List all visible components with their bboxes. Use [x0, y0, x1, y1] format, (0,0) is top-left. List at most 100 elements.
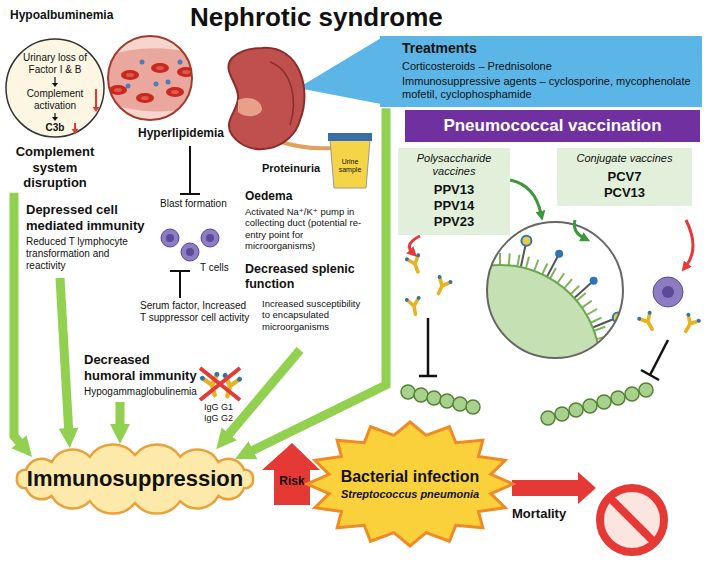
annotation: Serum factor, Increased T suppressor cel… [140, 300, 250, 324]
inhibition-line [419, 318, 668, 380]
vaccine-box: Polysaccharide vaccinesPPV13 PPV14 PPV23 [398, 148, 510, 235]
step-arrowhead [52, 83, 58, 87]
treatment-box: TreatmentsCorticosteroids – Prednisolone… [380, 36, 702, 107]
annotation: Risk [274, 474, 310, 488]
decrease-arrowhead [72, 129, 79, 134]
capsule-spike [600, 355, 612, 356]
bacteria-chain [401, 383, 653, 425]
annotation: Hypoalbuminemia [10, 8, 130, 22]
coccus [427, 391, 441, 405]
capsule-spike [600, 374, 612, 375]
flow-arrow [14, 193, 24, 448]
coccus [639, 383, 653, 397]
igg-antibodies [199, 368, 242, 400]
polysaccharide-tip [555, 250, 563, 258]
annotation: Blast formation [160, 198, 240, 210]
coccus [453, 397, 467, 411]
node-text: PCV7 PCV13 [601, 169, 649, 200]
antibodies [404, 253, 701, 336]
capsule-spike [499, 253, 501, 265]
node-heading: Pneumococcal vaccination [415, 116, 690, 136]
node-heading: Polysaccharide vaccines [404, 152, 504, 178]
annotation: IgG G2 [204, 413, 244, 424]
annotation: Urine sample [332, 158, 368, 175]
capsule-spike [526, 257, 529, 269]
node-heading: Immunosuppression [27, 466, 243, 492]
capsule-spike [490, 253, 491, 265]
coccus [440, 394, 454, 408]
kidney-drawing [228, 48, 332, 149]
step-arrowhead [52, 117, 58, 121]
node-text: Streptococcus pneumonia [341, 488, 479, 501]
bacterium-capsule-zoom [400, 215, 630, 465]
coccus [625, 387, 639, 401]
antibody [405, 296, 424, 316]
decrease-arrow [74, 123, 76, 130]
node-text: C3b [40, 122, 70, 134]
polysaccharide-tip [590, 277, 598, 285]
node-heading: Treatments [402, 40, 694, 57]
flow-arrow [246, 108, 386, 453]
annotation: Hyperlipidemia [138, 126, 230, 140]
coccus [401, 385, 415, 399]
node-heading: Conjugate vaccines [563, 152, 686, 165]
capsule-spike [481, 255, 483, 267]
annotation: Mortality [512, 506, 598, 522]
polysaccharide-stick [574, 282, 592, 298]
capsule-spike [591, 318, 602, 323]
node-text: Immunosuppressive agents – cyclosporine,… [402, 75, 694, 101]
annotation: Proteinuria [262, 162, 328, 175]
node-text: Complement system disruption [5, 144, 105, 191]
antibody [404, 253, 425, 275]
coccus [597, 395, 611, 409]
complement-circle: Urinary loss of Factor I & B Complement a… [5, 38, 105, 191]
vaccine-box: Conjugate vaccinesPCV7 PCV13 [557, 148, 692, 206]
annotation: Activated Na⁺/K⁺ pump in collecting duct… [245, 206, 362, 252]
coccus [555, 407, 569, 421]
capsule-spike [600, 364, 612, 366]
blood-vessel-lens [100, 30, 200, 130]
treatment-pointer [298, 38, 381, 104]
polysaccharide-stick [547, 256, 558, 277]
coccus [569, 403, 583, 417]
t-cells [161, 229, 219, 261]
node-text: Corticosteroids – Prednisolone [402, 60, 694, 73]
capsule-spike [542, 263, 547, 274]
node-heading: Urinary loss of Factor I & B [16, 52, 94, 76]
annotation: Depressed cell mediated immunity [26, 202, 156, 233]
annotation: Reduced T lymphocyte transformation and … [26, 236, 151, 272]
risk-arrow [262, 443, 320, 505]
coccus [583, 399, 597, 413]
coccus [414, 388, 428, 402]
annotation: Decreased splenic function [245, 262, 362, 292]
urine-cup [328, 133, 372, 188]
node-text: PPV13 PPV14 PPV23 [428, 182, 480, 229]
prohibition-sign [600, 488, 664, 552]
antibody [637, 310, 659, 333]
annotation: Increased susceptibility to encapsulated… [262, 298, 362, 332]
carrier-protein [521, 236, 531, 246]
capsule-spike [598, 346, 610, 348]
capsule-spike [564, 279, 572, 288]
immune-cell [653, 277, 683, 307]
diagram-title: Nephrotic syndrome [190, 2, 443, 33]
coccus [611, 391, 625, 405]
annotation: Hypogammaglobulinemia [84, 386, 204, 398]
annotation: IgG G1 [204, 402, 244, 413]
immunosuppression-cloud: Immunosuppression [10, 448, 260, 510]
decrease-arrow [95, 89, 97, 108]
vaccination-bar: Pneumococcal vaccination [405, 110, 700, 142]
conjugate-stick [521, 244, 526, 267]
capsule-spike [557, 273, 564, 283]
step-arrow [54, 77, 55, 84]
capsule-spike [534, 260, 538, 271]
inhibition-line [170, 146, 200, 298]
coccus [541, 411, 555, 425]
antibody [431, 274, 453, 297]
antibody [679, 312, 701, 335]
capsule-spike [587, 309, 597, 315]
node-text: Complement activation [19, 88, 91, 112]
coccus [466, 400, 480, 414]
annotation: T cells [200, 262, 240, 274]
